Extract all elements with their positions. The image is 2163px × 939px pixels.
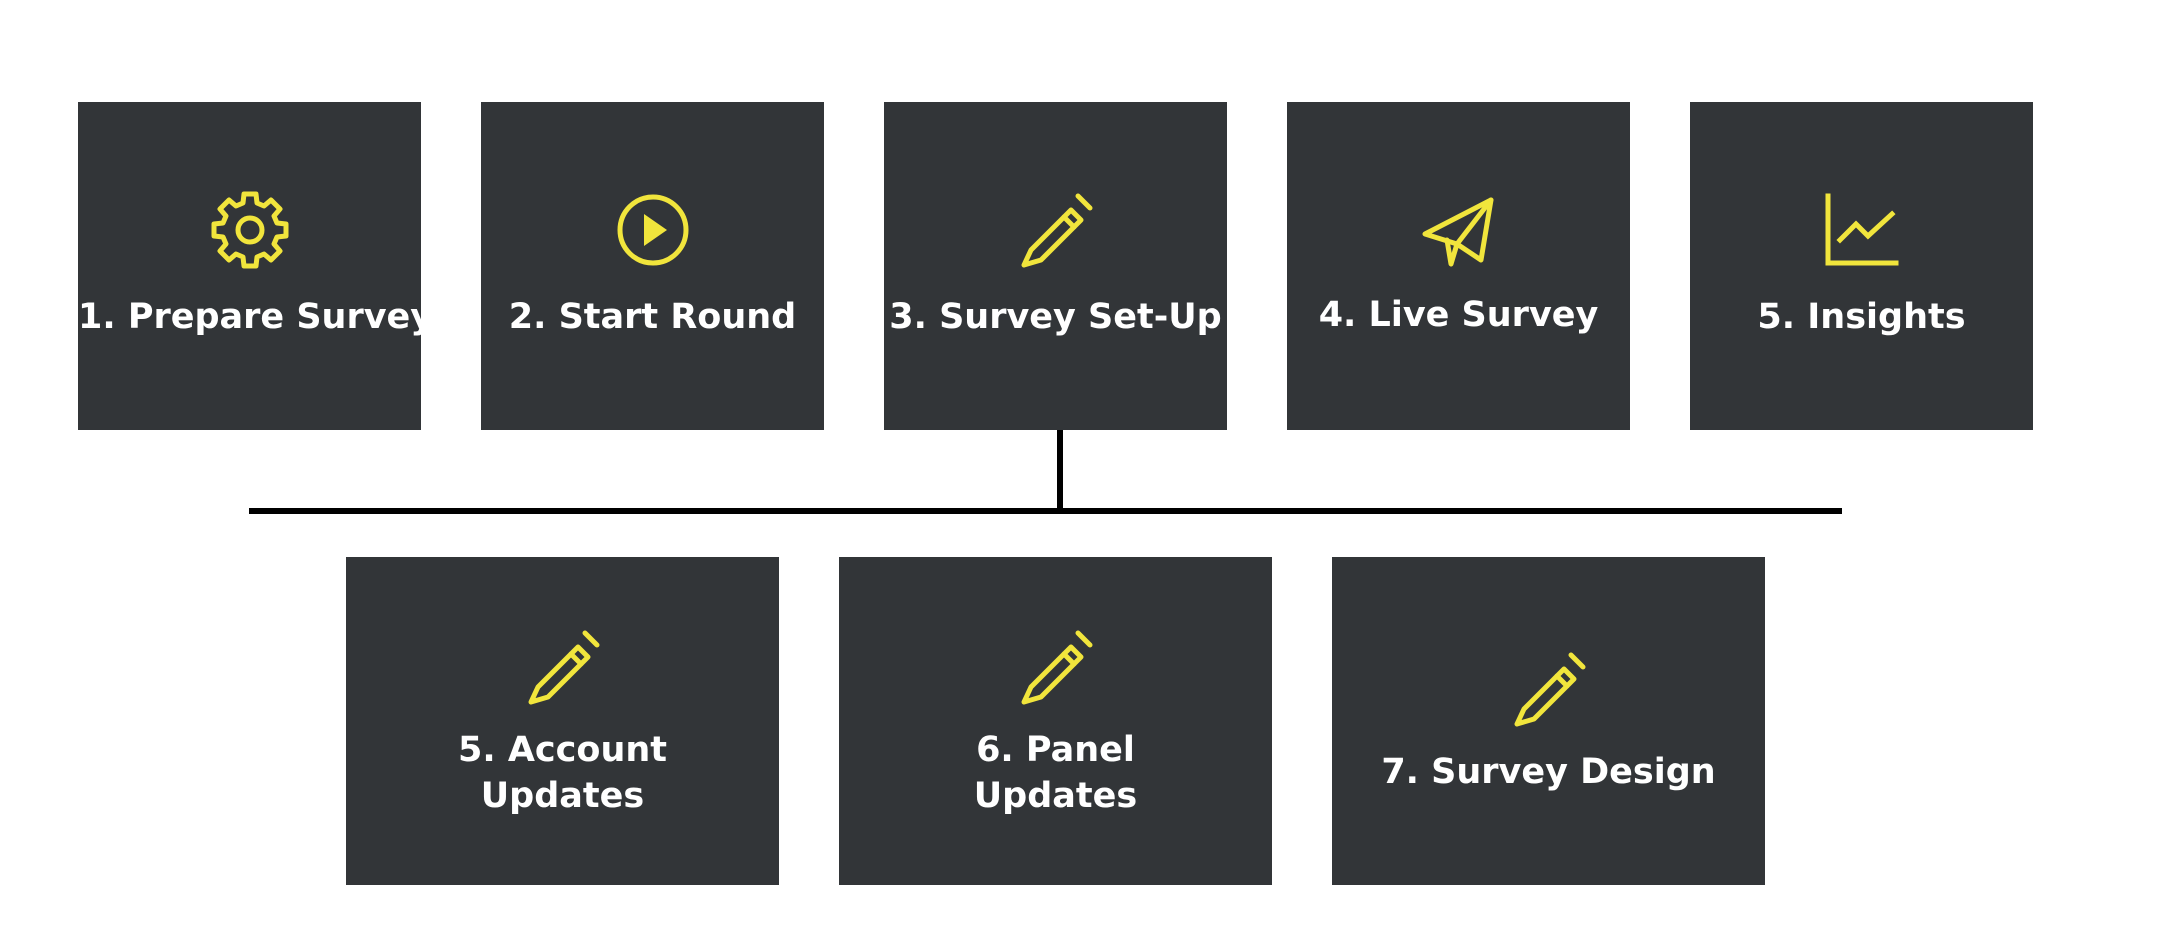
step-panel-updates[interactable]: 6. Panel Updates bbox=[839, 557, 1272, 885]
line-chart-icon bbox=[1825, 193, 1899, 266]
pencil-icon bbox=[528, 630, 600, 705]
step-label: 7. Survey Design bbox=[1381, 752, 1716, 792]
step-label: 6. Panel Updates bbox=[973, 730, 1138, 816]
paper-plane-icon bbox=[1422, 197, 1494, 267]
step-label: 3. Survey Set-Up bbox=[889, 297, 1222, 337]
step-prepare-survey[interactable]: 1. Prepare Survey bbox=[78, 102, 434, 430]
step-label: 4. Live Survey bbox=[1318, 295, 1599, 335]
play-circle-icon bbox=[617, 194, 689, 266]
connector-horizontal bbox=[249, 508, 1842, 514]
pencil-icon bbox=[1021, 193, 1093, 268]
step-label: 1. Prepare Survey bbox=[78, 297, 434, 337]
step-account-updates[interactable]: 5. Account Updates bbox=[346, 557, 779, 885]
step-label: 5. Account Updates bbox=[457, 730, 668, 816]
step-label: 5. Insights bbox=[1757, 297, 1966, 337]
step-insights[interactable]: 5. Insights bbox=[1690, 102, 2033, 430]
gear-icon bbox=[211, 191, 289, 269]
pencil-icon bbox=[1021, 630, 1093, 705]
step-survey-set-up[interactable]: 3. Survey Set-Up bbox=[884, 102, 1227, 430]
step-label: 2. Start Round bbox=[508, 297, 797, 337]
step-live-survey[interactable]: 4. Live Survey bbox=[1287, 102, 1630, 430]
step-survey-design[interactable]: 7. Survey Design bbox=[1332, 557, 1765, 885]
connector-vertical bbox=[1057, 429, 1063, 513]
pencil-icon bbox=[1514, 652, 1586, 727]
step-start-round[interactable]: 2. Start Round bbox=[481, 102, 824, 430]
